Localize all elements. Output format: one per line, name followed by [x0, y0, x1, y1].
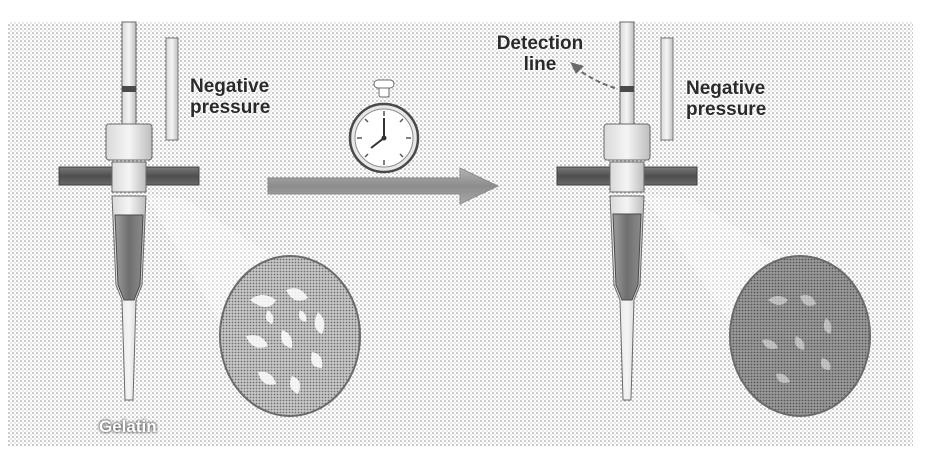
right-magnified-view	[730, 256, 870, 416]
left-capillary-band	[122, 86, 136, 92]
left-capillary-upper	[122, 22, 136, 124]
negative-pressure-label-left: Negative pressure	[190, 76, 270, 118]
left-magnified-view	[220, 256, 360, 416]
right-holder-collar	[604, 124, 650, 160]
right-pressure-bar	[661, 38, 673, 140]
left-pressure-bar	[166, 38, 178, 140]
detection-line-label: Detection line	[487, 33, 593, 75]
right-gelatin-plug	[613, 214, 641, 300]
negative-pressure-label-right: Negative pressure	[686, 78, 766, 120]
left-holder-collar	[106, 124, 152, 160]
right-capillary-band	[620, 86, 634, 92]
left-gelatin-plug	[115, 215, 143, 300]
gelatin-label: Gelatin	[99, 416, 157, 437]
right-capillary-upper	[620, 22, 634, 124]
